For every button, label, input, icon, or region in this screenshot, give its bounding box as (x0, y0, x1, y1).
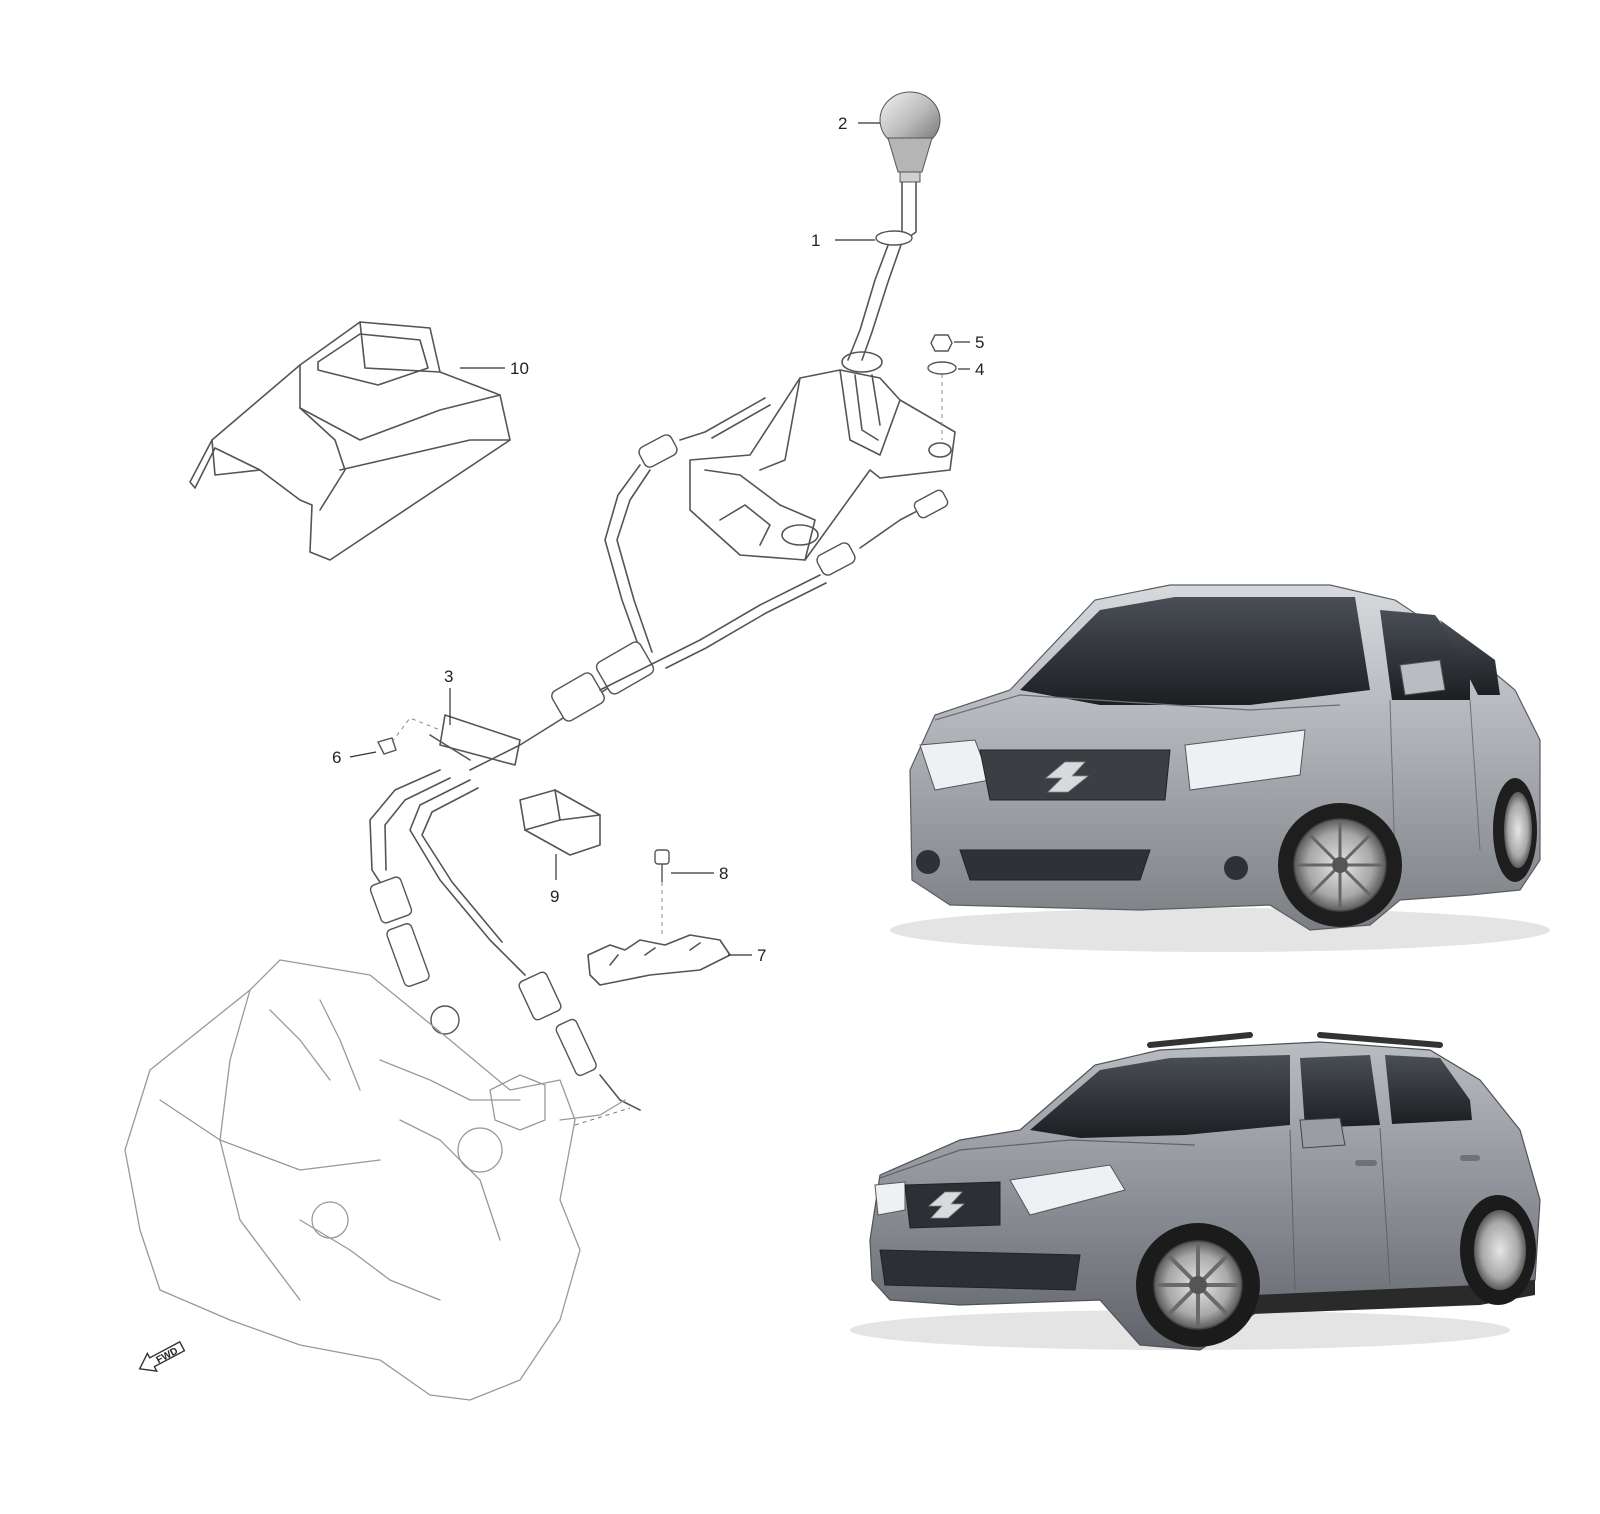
crossover-car-photo (850, 1032, 1541, 1351)
washer-part (927, 361, 957, 375)
callout-5: 5 (975, 333, 984, 352)
bracket-bolt-part (376, 737, 397, 755)
fwd-direction-marker: FWD (138, 1340, 186, 1372)
select-cable-part (599, 489, 949, 691)
callout-8: 8 (719, 864, 728, 883)
transmission-housing (124, 959, 631, 1401)
callout-2: 2 (838, 114, 847, 133)
insulator-block-part (519, 789, 601, 856)
callout-4: 4 (975, 360, 984, 379)
callout-1: 1 (811, 231, 820, 250)
shift-lever-part (847, 181, 917, 361)
shifter-base-assembly (689, 351, 956, 561)
callout-10: 10 (510, 359, 529, 378)
cable-bracket-part (429, 714, 521, 766)
transmission-cables (369, 769, 641, 1111)
console-cover-part (189, 321, 511, 561)
shift-cable-part (469, 397, 771, 771)
callout-7: 7 (757, 946, 766, 965)
suzuki-logo-icon (1044, 761, 1090, 793)
lever-boot-ring (875, 230, 913, 246)
callout-3: 3 (444, 667, 453, 686)
sedan-car-photo (890, 584, 1550, 952)
shift-knob-part (879, 91, 941, 183)
callouts: 1 2 3 4 5 6 7 8 9 10 (332, 114, 984, 965)
mounting-bracket-part (587, 934, 731, 986)
fwd-label: FWD (155, 1346, 180, 1366)
suzuki-logo-icon (927, 1191, 966, 1219)
callout-6: 6 (332, 748, 341, 767)
bolt-part (654, 849, 670, 882)
callout-9: 9 (550, 887, 559, 906)
nut-part (930, 334, 953, 352)
